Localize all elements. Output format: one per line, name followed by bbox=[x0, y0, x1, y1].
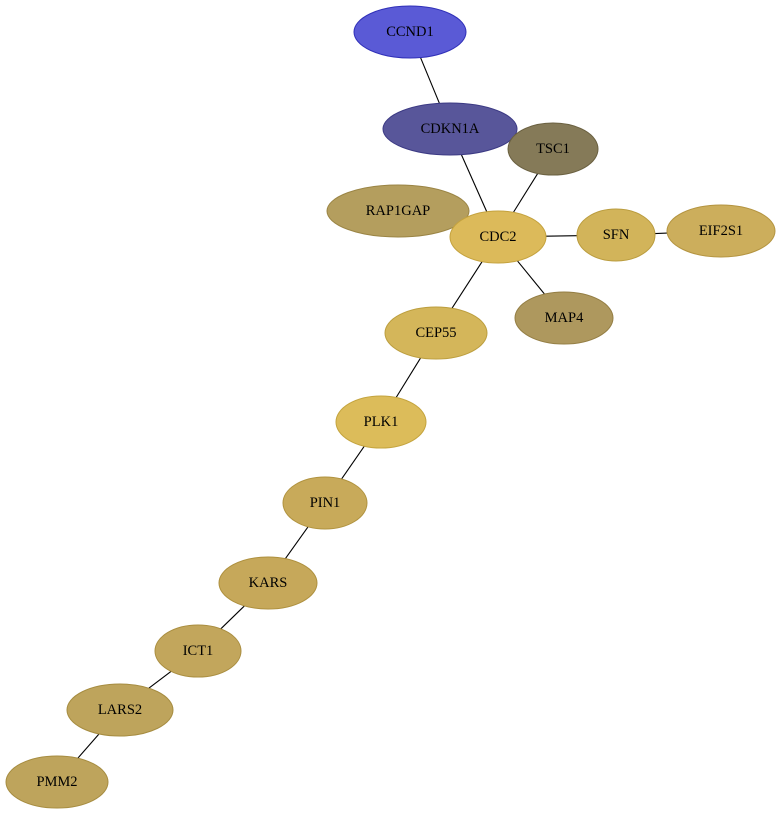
node-label: PMM2 bbox=[36, 774, 77, 790]
node-cdkn1a[interactable]: CDKN1A bbox=[382, 102, 518, 156]
node-eif2s1[interactable]: EIF2S1 bbox=[666, 204, 776, 258]
node-tsc1[interactable]: TSC1 bbox=[507, 122, 599, 176]
node-label: ICT1 bbox=[183, 643, 214, 659]
node-shape bbox=[66, 683, 174, 737]
node-label: CDKN1A bbox=[421, 121, 480, 137]
node-cep55[interactable]: CEP55 bbox=[384, 306, 488, 360]
edge-cdc2-sfn bbox=[545, 235, 578, 237]
edge-ccnd1-cdkn1a bbox=[420, 57, 440, 104]
edge-cdc2-map4 bbox=[516, 260, 545, 295]
node-shape bbox=[382, 102, 518, 156]
node-shape bbox=[576, 208, 656, 262]
node-shape bbox=[326, 184, 470, 238]
node-pmm2[interactable]: PMM2 bbox=[5, 755, 109, 809]
node-shape bbox=[353, 5, 467, 59]
edge-kars-ict1 bbox=[220, 605, 245, 630]
node-pin1[interactable]: PIN1 bbox=[282, 476, 368, 530]
node-shape bbox=[666, 204, 776, 258]
edge-ict1-lars2 bbox=[148, 670, 172, 689]
edge-pin1-kars bbox=[284, 526, 309, 559]
node-label: RAP1GAP bbox=[366, 203, 430, 219]
node-shape bbox=[514, 291, 614, 345]
edge-cdc2-cep55 bbox=[451, 261, 483, 309]
node-lars2[interactable]: LARS2 bbox=[66, 683, 174, 737]
node-label: PIN1 bbox=[310, 495, 341, 511]
node-label: KARS bbox=[249, 575, 288, 591]
edge-plk1-pin1 bbox=[341, 445, 365, 480]
node-label: SFN bbox=[603, 227, 630, 243]
node-ict1[interactable]: ICT1 bbox=[154, 624, 242, 678]
node-label: EIF2S1 bbox=[699, 223, 743, 239]
node-rap1gap[interactable]: RAP1GAP bbox=[326, 184, 470, 238]
edge-tsc1-cdc2 bbox=[512, 173, 539, 213]
node-sfn[interactable]: SFN bbox=[576, 208, 656, 262]
node-cdc2[interactable]: CDC2 bbox=[449, 210, 547, 264]
node-shape bbox=[384, 306, 488, 360]
node-label: CCND1 bbox=[386, 24, 434, 40]
node-shape bbox=[507, 122, 599, 176]
node-ccnd1[interactable]: CCND1 bbox=[353, 5, 467, 59]
node-plk1[interactable]: PLK1 bbox=[335, 395, 427, 449]
node-shape bbox=[5, 755, 109, 809]
edges-layer bbox=[77, 57, 668, 759]
node-shape bbox=[449, 210, 547, 264]
node-kars[interactable]: KARS bbox=[218, 556, 318, 610]
node-label: LARS2 bbox=[98, 702, 142, 718]
edge-cdkn1a-cdc2 bbox=[460, 154, 488, 212]
node-label: PLK1 bbox=[364, 414, 399, 430]
node-label: TSC1 bbox=[536, 141, 570, 157]
edge-lars2-pmm2 bbox=[77, 733, 100, 759]
node-map4[interactable]: MAP4 bbox=[514, 291, 614, 345]
node-label: CDC2 bbox=[479, 229, 516, 245]
node-shape bbox=[218, 556, 318, 610]
node-label: MAP4 bbox=[545, 310, 584, 326]
node-shape bbox=[282, 476, 368, 530]
node-label: CEP55 bbox=[415, 325, 456, 341]
node-shape bbox=[154, 624, 242, 678]
edge-cep55-plk1 bbox=[395, 357, 422, 398]
node-shape bbox=[335, 395, 427, 449]
